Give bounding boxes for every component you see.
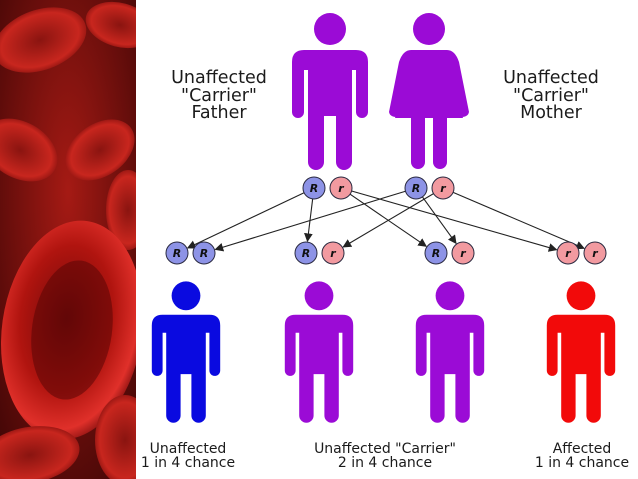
mother-label-line2: "Carrier" — [513, 85, 589, 106]
allele-circle — [321, 241, 345, 265]
arrow-icon — [186, 192, 305, 249]
father-label: Unaffected "Carrier" Father — [149, 68, 289, 123]
allele-letter: r — [565, 247, 571, 260]
allele-circle-icon: R — [302, 176, 326, 200]
allele-letter: r — [440, 182, 446, 195]
allele-circle — [404, 176, 428, 200]
allele-circle — [302, 176, 326, 200]
allele-circle — [329, 176, 353, 200]
father-label-line1: Unaffected — [171, 68, 267, 88]
child-carrier-line2: 2 in 4 chance — [337, 455, 433, 471]
allele-letter: R — [302, 247, 310, 260]
allele-letter: R — [200, 247, 208, 260]
child-unaffected-line2: 1 in 4 chance — [140, 455, 236, 471]
allele-circle — [451, 241, 475, 265]
allele-circle-icon: R — [294, 241, 318, 265]
child-unaffected-label: Unaffected 1 in 4 chance — [88, 442, 288, 470]
child-affected-line2: 1 in 4 chance — [534, 455, 630, 471]
arrow-icon — [349, 193, 428, 247]
allele-letter: R — [173, 247, 181, 260]
male-figure-icon — [292, 13, 368, 170]
allele-letter: R — [310, 182, 318, 195]
allele-circle-icon: r — [556, 241, 580, 265]
allele-circle — [431, 176, 455, 200]
allele-letter: r — [330, 247, 336, 260]
child-carrier-label: Unaffected "Carrier" 2 in 4 chance — [285, 442, 485, 470]
allele-circle-icon: R — [404, 176, 428, 200]
child-affected-label: Affected 1 in 4 chance — [482, 442, 638, 470]
father-label-line3: Father — [191, 103, 247, 123]
child-figure-icon — [546, 281, 616, 423]
allele-circle-icon: R — [165, 241, 189, 265]
allele-circle-icon: r — [583, 241, 607, 265]
allele-circle-icon: r — [321, 241, 345, 265]
mother-label-line1: Unaffected — [503, 68, 599, 88]
allele-circle-icon: r — [329, 176, 353, 200]
child-unaffected-line1: Unaffected — [149, 441, 227, 457]
inheritance-arrows — [186, 190, 585, 252]
mother-label-line3: Mother — [520, 103, 582, 123]
allele-circle — [556, 241, 580, 265]
arrow-icon — [351, 190, 558, 252]
red-blood-cells-image — [0, 0, 136, 479]
arrow-icon — [304, 198, 314, 243]
allele-circle — [583, 241, 607, 265]
arrow-icon — [452, 191, 585, 250]
female-figure-icon — [389, 13, 469, 169]
allele-circle — [294, 241, 318, 265]
blood-cells-panel — [0, 0, 136, 479]
mother-label: Unaffected "Carrier" Mother — [481, 68, 621, 123]
allele-circle-icon: R — [424, 241, 448, 265]
child-carrier-line1: Unaffected "Carrier" — [314, 441, 456, 457]
allele-letter: r — [592, 247, 598, 260]
child-affected-line1: Affected — [552, 441, 612, 457]
allele-letter: r — [338, 182, 344, 195]
allele-circle-icon: R — [192, 241, 216, 265]
father-label-line2: "Carrier" — [181, 85, 257, 106]
child-figure-icon — [151, 281, 221, 423]
child-figure-icon — [284, 281, 354, 423]
allele-letter: r — [460, 247, 466, 260]
allele-circle-icon: r — [431, 176, 455, 200]
child-figure-icon — [415, 281, 485, 423]
allele-circle-icon: r — [451, 241, 475, 265]
arrow-icon — [421, 196, 457, 245]
allele-circle — [192, 241, 216, 265]
allele-letter: R — [432, 247, 440, 260]
allele-circle — [424, 241, 448, 265]
allele-circle — [165, 241, 189, 265]
allele-letter: R — [412, 182, 420, 195]
